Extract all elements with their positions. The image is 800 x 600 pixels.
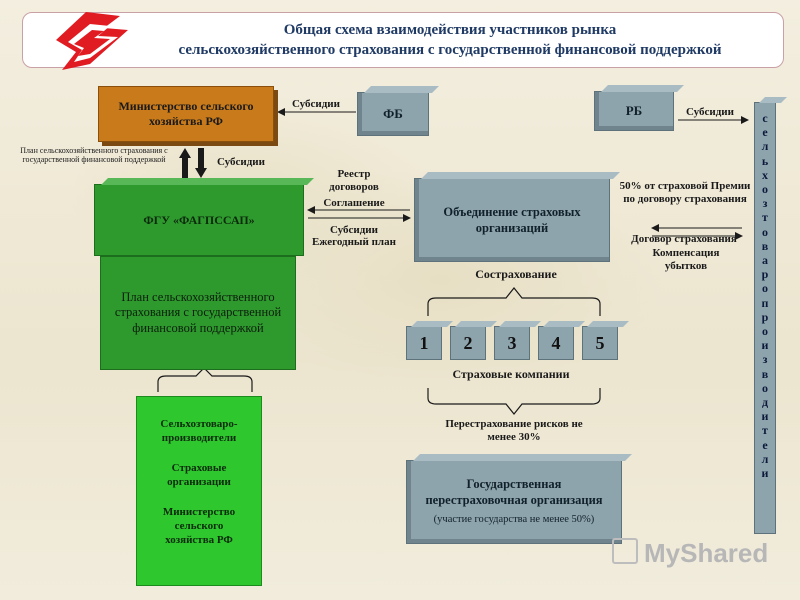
ministry-label: Министерство сельского хозяйства РФ: [118, 99, 254, 128]
reinsurance-org-box: Государственная перестраховочная организ…: [406, 460, 622, 544]
reinsurance-label: Перестрахование рисков не менее 30%: [445, 418, 583, 443]
coinsurance-label: Сострахование: [475, 267, 557, 281]
subsidies-fb-label: Субсидии: [292, 98, 340, 110]
producers-letter: о: [762, 380, 768, 395]
producers-letter: е: [762, 125, 768, 140]
rb-label: РБ: [625, 103, 643, 118]
producers-letter: р: [761, 309, 769, 324]
producers-letter: х: [762, 167, 768, 182]
compensation-label: Компенсация убытков: [652, 247, 720, 272]
company-box-4: 4: [538, 326, 574, 360]
producers-letter: о: [762, 324, 768, 339]
producers-letter: р: [761, 267, 769, 282]
union-box: Объединение страховых организаций: [414, 178, 610, 262]
watermark: MyShared: [612, 538, 768, 569]
ministry-fgu-arrows: [179, 148, 207, 178]
registry-label: Реестр договоров: [329, 168, 379, 193]
title-line-1: Общая схема взаимодействия участников ры…: [283, 22, 617, 38]
fgu-label: ФГУ «ФАГПССАП»: [143, 212, 255, 227]
agreement-label: Соглашение: [323, 197, 385, 209]
producers-letter: и: [761, 409, 769, 424]
producers-letter: а: [762, 253, 768, 268]
company-box-5: 5: [582, 326, 618, 360]
reinsurance-org-note: (участие государства не менее 50%): [433, 514, 595, 525]
subsidies-rb-label: Субсидии: [686, 106, 734, 118]
reinsurance-org-title: Государственная перестраховочная организ…: [425, 477, 603, 507]
watermark-icon: [612, 538, 638, 564]
rb-box: РБ: [594, 91, 674, 131]
fb-label: ФБ: [383, 106, 403, 121]
producers-letter: д: [761, 395, 769, 410]
producers-letter: л: [761, 451, 769, 466]
premium-label: 50% от страховой Премии по договору стра…: [619, 180, 751, 205]
page-title: Общая схема взаимодействия участников ры…: [120, 20, 780, 60]
fb-box: ФБ: [357, 92, 429, 136]
subsidies-down-label: Субсидии: [217, 156, 265, 168]
producers-letter: в: [761, 238, 769, 253]
annual-plan-label: Ежегодный план: [312, 236, 396, 248]
plan-box-label: План сельскохозяйственного страхования с…: [114, 289, 282, 335]
title-line-2: сельскохозяйственного страхования с госу…: [178, 42, 722, 58]
contract-label: Договор страхования: [631, 233, 737, 245]
participant-insurers: Страховые организации: [167, 462, 231, 488]
company-box-3: 3: [494, 326, 530, 360]
producers-letter: в: [761, 366, 769, 381]
subsidies-mid-label: Субсидии: [330, 224, 378, 236]
producers-letter: т: [762, 210, 768, 225]
producers-letter: л: [761, 139, 769, 154]
ministry-box: Министерство сельского хозяйства РФ: [98, 86, 274, 142]
producers-letter: и: [761, 466, 769, 481]
producers-letter: з: [762, 352, 768, 367]
producers-letter: с: [762, 111, 768, 125]
producers-letter: т: [762, 423, 768, 438]
plan-box: План сельскохозяйственного страхования с…: [100, 256, 296, 370]
fgu-box: ФГУ «ФАГПССАП»: [94, 184, 304, 256]
title-banner: [22, 12, 784, 68]
producers-letter: о: [762, 224, 768, 239]
plan-small-label: План сельскохозяйственного страхования с…: [20, 146, 168, 164]
participant-ministry: Министерство сельского хозяйства РФ: [162, 506, 236, 546]
producers-letter: ь: [761, 153, 769, 168]
producers-letter: о: [762, 281, 768, 296]
union-label: Объединение страховых организаций: [443, 205, 581, 235]
producers-letter: п: [761, 295, 769, 310]
participants-box: Сельхозтоваро-производители Страховые ор…: [136, 396, 262, 586]
producers-letter: и: [761, 338, 769, 353]
producers-letter: з: [762, 196, 768, 211]
logo-icon: [56, 12, 128, 70]
producers-letter: о: [762, 182, 768, 197]
producers-letter: е: [762, 437, 768, 452]
companies-label: Страховые компании: [452, 367, 570, 381]
company-box-1: 1: [406, 326, 442, 360]
watermark-text: MyShared: [644, 538, 769, 568]
participant-producers: Сельхозтоваро-производители: [160, 418, 238, 444]
company-box-2: 2: [450, 326, 486, 360]
